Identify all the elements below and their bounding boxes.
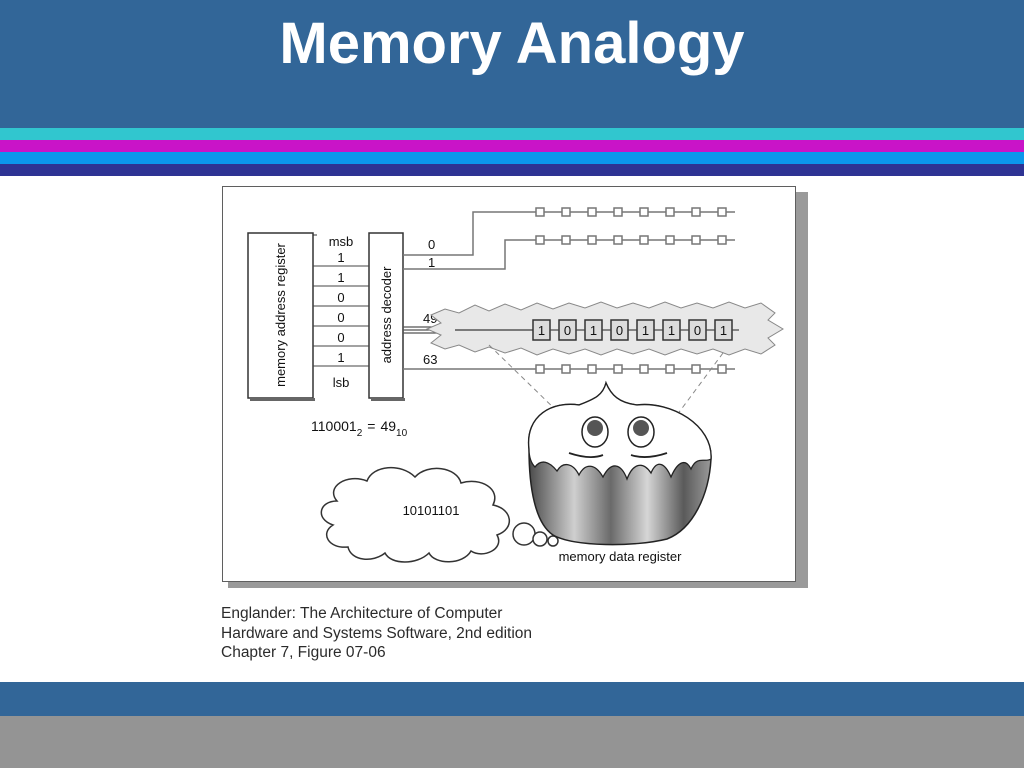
lsb-label: lsb — [333, 375, 350, 390]
output-line-0 — [403, 211, 535, 256]
memory-cell-bit: 0 — [616, 323, 623, 338]
address-bit: 1 — [337, 350, 344, 365]
mar-label: memory address register — [273, 242, 288, 386]
selected-row-glow — [425, 301, 784, 356]
output-label: 0 — [428, 237, 435, 252]
address-bit: 1 — [337, 250, 344, 265]
memory-cell-bit: 0 — [564, 323, 571, 338]
address-bit: 0 — [337, 310, 344, 325]
output-line-1 — [403, 239, 535, 270]
equation-binary: 110001 — [311, 418, 357, 434]
output-label: 63 — [423, 352, 437, 367]
stripe-cyan — [0, 128, 1024, 140]
address-bit: 0 — [337, 290, 344, 305]
thought-cloud: 10101101 — [320, 466, 559, 563]
slide-title: Memory Analogy — [279, 11, 745, 76]
memory-cell-bit: 1 — [720, 323, 727, 338]
memory-data-register-character — [527, 380, 712, 546]
equation-decimal: 49 — [380, 418, 396, 434]
memory-analogy-figure: memory address register address decoder … — [222, 186, 796, 582]
memory-row-1 — [535, 235, 735, 245]
caption-line: Hardware and Systems Software, 2nd editi… — [221, 624, 533, 642]
caption-line: Chapter 7, Figure 07-06 — [221, 644, 386, 661]
address-bit: 1 — [337, 270, 344, 285]
sight-line-right — [676, 352, 724, 416]
memory-row-0 — [535, 207, 735, 217]
address-bit: 0 — [337, 330, 344, 345]
stripe-blue — [0, 152, 1024, 164]
footer-band — [0, 682, 1024, 716]
memory-address-register — [247, 232, 314, 399]
decoder-shadow — [371, 398, 405, 401]
selected-memory-cells: 1 0 1 0 1 1 0 1 — [532, 319, 739, 341]
output-label: 1 — [428, 255, 435, 270]
footer-bottom — [0, 716, 1024, 768]
decoder-label: address decoder — [379, 266, 394, 364]
address-equation: 1100012 = 4910 — [311, 418, 408, 439]
caption-line: Englander: The Architecture of Computer — [221, 605, 503, 622]
title-bar: Memory Analogy — [0, 0, 1024, 128]
stripe-navy — [0, 164, 1024, 176]
figure-caption: Englander: The Architecture of Computer … — [221, 604, 661, 663]
msb-label: msb — [329, 234, 354, 249]
sight-line-left — [488, 344, 562, 416]
mdr-label: memory data register — [559, 549, 682, 564]
equation-equals: = — [367, 418, 375, 434]
memory-cell-bit: 1 — [590, 323, 597, 338]
equation-decimal-base: 10 — [396, 428, 408, 439]
memory-cell-bit: 0 — [694, 323, 701, 338]
register-shadow — [250, 398, 315, 401]
memory-cell-bit: 1 — [538, 323, 545, 338]
stripe-magenta — [0, 140, 1024, 152]
figure-canvas: memory address register address decoder … — [247, 207, 784, 564]
memory-cell-bit: 1 — [668, 323, 675, 338]
memory-row-63 — [535, 364, 735, 374]
equation-binary-base: 2 — [357, 428, 363, 439]
memory-cell-bit: 1 — [642, 323, 649, 338]
thought-value: 10101101 — [403, 503, 460, 518]
